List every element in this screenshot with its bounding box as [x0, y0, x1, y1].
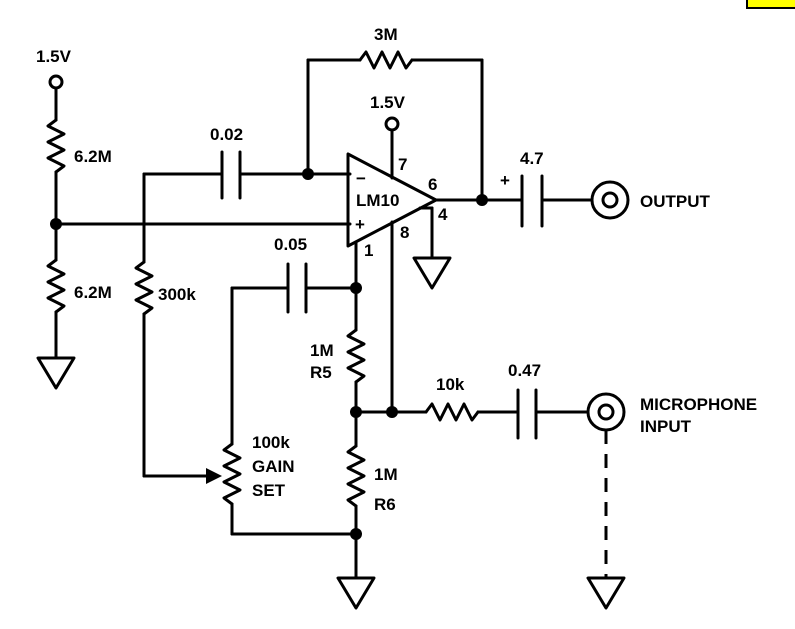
junction-output — [476, 194, 488, 206]
ground-symbol-opamp — [412, 256, 452, 290]
mic-label-line2: INPUT — [640, 417, 692, 436]
ground-symbol-mic — [586, 576, 626, 610]
label-r5-value: 1M — [310, 341, 334, 360]
ground-symbol-center — [336, 576, 376, 610]
potentiometer-100k — [222, 442, 242, 506]
pin-7: 7 — [398, 155, 407, 174]
mic-jack-outer — [586, 392, 626, 432]
resistor-6-2m-top — [46, 118, 66, 174]
label-0-47: 0.47 — [508, 361, 541, 380]
pin-4: 4 — [438, 205, 448, 224]
supply-terminal-opamp — [384, 116, 400, 132]
label-4-7: 4.7 — [520, 149, 544, 168]
resistor-r5 — [346, 328, 366, 384]
output-label: OUTPUT — [640, 192, 711, 211]
resistor-6-2m-bottom — [46, 258, 66, 314]
output-jack-outer — [590, 180, 630, 220]
output-jack-inner — [601, 191, 619, 209]
label-6-2m-bottom: 6.2M — [74, 283, 112, 302]
opamp-label: LM10 — [356, 191, 399, 210]
label-6-2m-top: 6.2M — [74, 147, 112, 166]
label-cap-polarity: + — [500, 171, 510, 190]
label-r6-value: 1M — [374, 465, 398, 484]
label-3m: 3M — [374, 25, 398, 44]
supply-terminal-left — [48, 74, 64, 90]
pin-1: 1 — [364, 241, 373, 260]
ground-symbol-left — [36, 356, 76, 390]
pot-wiper-arrow — [206, 468, 222, 484]
mic-label-line1: MICROPHONE — [640, 395, 757, 414]
label-10k: 10k — [436, 375, 465, 394]
resistor-10k — [424, 402, 480, 422]
pin-8: 8 — [400, 223, 409, 242]
resistor-3m — [358, 50, 414, 70]
label-300k: 300k — [158, 285, 196, 304]
label-r6: R6 — [374, 495, 396, 514]
label-0-05: 0.05 — [274, 235, 307, 254]
pin-minus: − — [356, 169, 366, 188]
label-r5: R5 — [310, 363, 332, 382]
supply-label-opamp: 1.5V — [370, 93, 406, 112]
pin-6: 6 — [428, 175, 437, 194]
pin-plus: + — [355, 215, 365, 234]
junction-pin8 — [386, 406, 398, 418]
mic-jack-inner — [597, 403, 615, 421]
junction-ground — [350, 528, 362, 540]
corner-highlight-box — [746, 0, 795, 9]
resistor-r6 — [346, 444, 366, 508]
label-pot-value: 100k — [252, 433, 290, 452]
resistor-300k — [134, 260, 154, 316]
supply-label-left: 1.5V — [36, 47, 72, 66]
label-pot-set: SET — [252, 481, 286, 500]
label-0-02: 0.02 — [210, 125, 243, 144]
label-pot-gain: GAIN — [252, 457, 295, 476]
